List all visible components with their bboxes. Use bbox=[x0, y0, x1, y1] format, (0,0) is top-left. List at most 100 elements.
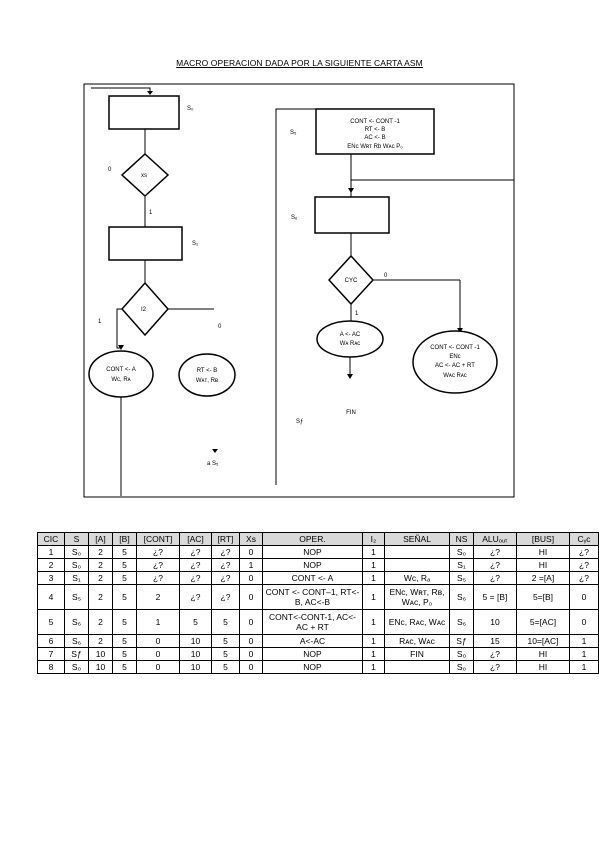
to-s5-label: a S₅ bbox=[207, 461, 219, 467]
diamond-xs-label: xs bbox=[141, 173, 147, 179]
table-cell: HI bbox=[516, 545, 570, 559]
table-cell: 7 bbox=[37, 647, 65, 661]
table-header-cell: [RT] bbox=[211, 532, 240, 546]
table-header-cell: [AC] bbox=[179, 532, 212, 546]
table-cell: 5 bbox=[112, 634, 137, 648]
table-cell: 2 bbox=[37, 558, 65, 572]
s5-line2: RT <- B bbox=[365, 127, 386, 133]
table-cell: 0 bbox=[239, 545, 263, 559]
table-cell: ENᴄ, Wʀᴛ, Rʙ, Wᴀᴄ, P₀ bbox=[384, 584, 450, 610]
table-cell: S₀ bbox=[449, 545, 474, 559]
table-cell: 1 bbox=[362, 571, 385, 585]
table-cell: HI bbox=[516, 647, 570, 661]
table-cell: 5 bbox=[211, 660, 240, 674]
table-cell: 1 bbox=[136, 609, 180, 635]
table-cell: Sƒ bbox=[64, 647, 89, 661]
state-label-s6: S₆ bbox=[291, 215, 298, 221]
table-cell: ¿? bbox=[179, 558, 212, 572]
table-cell: 2 bbox=[88, 609, 113, 635]
table-cell: 2 =[A] bbox=[516, 571, 570, 585]
table-cell: 0 bbox=[569, 609, 599, 635]
table-cell: Wᴄ, Rₐ bbox=[384, 571, 450, 585]
branch-i2-1: 1 bbox=[98, 319, 102, 325]
entry-arrow bbox=[91, 87, 151, 94]
table-cell: 1 bbox=[362, 558, 385, 572]
s5-line1: CONT <- CONT -1 bbox=[350, 119, 400, 125]
table-cell: HI bbox=[516, 558, 570, 572]
table-cell: 5 bbox=[211, 634, 240, 648]
table-cell bbox=[384, 558, 450, 572]
table-cell: 2 bbox=[136, 584, 180, 610]
table-cell: 5 bbox=[112, 609, 137, 635]
oval-rt-b-line1: RT <- B bbox=[197, 368, 218, 374]
oval-a-ac bbox=[316, 320, 384, 358]
table-cell: 2 bbox=[88, 558, 113, 572]
table-cell: 3 bbox=[37, 571, 65, 585]
state-label-s5: S₅ bbox=[290, 130, 297, 136]
table-cell: CONT<-CONT-1, AC<-AC + RT bbox=[262, 609, 363, 635]
branch-xs-1: 1 bbox=[149, 210, 153, 216]
table-cell: FIN bbox=[384, 647, 450, 661]
table-cell: 1 bbox=[362, 634, 385, 648]
oval-cont-dec bbox=[412, 330, 498, 394]
table-cell: 10 bbox=[179, 634, 212, 648]
oval-a-ac-line1: A <- AC bbox=[340, 332, 361, 338]
table-cell: 10 bbox=[179, 660, 212, 674]
s5-line4: ENᴄ Wʀᴛ Rb Wᴀᴄ P₀ bbox=[347, 144, 403, 150]
table-cell: ¿? bbox=[136, 558, 180, 572]
table-cell: 0 bbox=[569, 584, 599, 610]
state-box-s0 bbox=[108, 95, 180, 130]
table-cell: NOP bbox=[262, 660, 363, 674]
table-cell: 5=[B] bbox=[516, 584, 570, 610]
table-cell: ¿? bbox=[211, 545, 240, 559]
table-cell: Rᴀᴄ, Wᴀᴄ bbox=[384, 634, 450, 648]
table-cell bbox=[384, 660, 450, 674]
state-box-s6 bbox=[314, 196, 390, 234]
table-cell: ¿? bbox=[569, 558, 599, 572]
asm-frame bbox=[83, 83, 515, 498]
loop-line bbox=[275, 108, 316, 485]
table-cell: S₁ bbox=[449, 558, 474, 572]
table-cell: 1 bbox=[37, 545, 65, 559]
state-box-s5 bbox=[315, 108, 435, 155]
oval-rt-b bbox=[178, 353, 236, 397]
oval-right-line1: CONT <- CONT -1 bbox=[430, 345, 480, 351]
table-cell: A<-AC bbox=[262, 634, 363, 648]
table-cell: 5=[AC] bbox=[516, 609, 570, 635]
table-cell: S₀ bbox=[64, 558, 89, 572]
table-cell: 0 bbox=[136, 660, 180, 674]
table-cell: 0 bbox=[136, 647, 180, 661]
table-cell: 5 bbox=[112, 545, 137, 559]
table-cell: ¿? bbox=[569, 571, 599, 585]
table-cell: ¿? bbox=[569, 545, 599, 559]
diamond-cyc-label: CYC bbox=[345, 278, 358, 284]
table-cell: HI bbox=[516, 660, 570, 674]
table-cell: 5 = [B] bbox=[473, 584, 517, 610]
document-title: MACRO OPERACION DADA POR LA SIGUIENTE CA… bbox=[176, 58, 423, 68]
table-cell: 1 bbox=[569, 647, 599, 661]
table-header-cell: SEÑAL bbox=[384, 532, 450, 546]
table-cell: ¿? bbox=[473, 660, 517, 674]
table-cell: 15 bbox=[473, 634, 517, 648]
branch-i2-0: 0 bbox=[218, 324, 222, 330]
table-cell: 2 bbox=[88, 634, 113, 648]
oval-right-line4: Wᴀᴄ Rᴀᴄ bbox=[443, 373, 467, 379]
table-cell: NOP bbox=[262, 647, 363, 661]
table-cell: CONT <- A bbox=[262, 571, 363, 585]
oval-cont-a-line1: CONT <- A bbox=[106, 367, 135, 373]
table-cell: 10 bbox=[473, 609, 517, 635]
table-cell: ¿? bbox=[179, 571, 212, 585]
table-header-cell: NS bbox=[449, 532, 474, 546]
table-cell: 0 bbox=[239, 609, 263, 635]
table-header-cell: S bbox=[64, 532, 89, 546]
table-header-cell: [BUS] bbox=[516, 532, 570, 546]
table-cell: 5 bbox=[179, 609, 212, 635]
table-cell: NOP bbox=[262, 558, 363, 572]
table-header-cell: Xs bbox=[239, 532, 263, 546]
table-cell: 1 bbox=[362, 647, 385, 661]
